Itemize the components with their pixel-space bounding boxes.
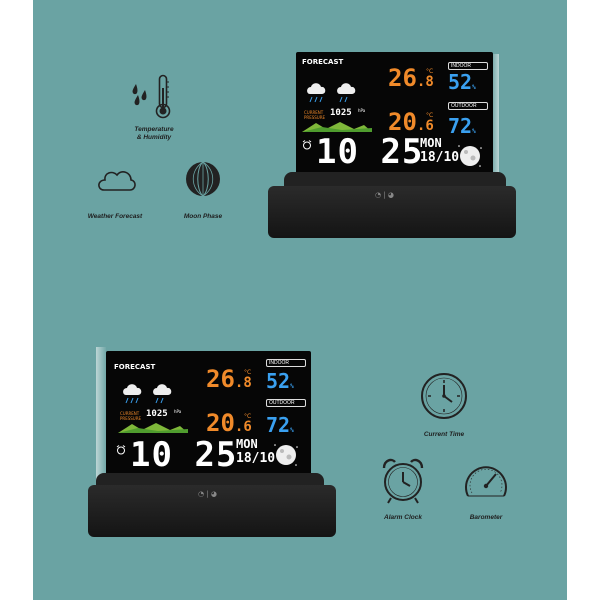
pressure-label: CURRENT PRESSURE [120, 411, 142, 421]
water-drops-icon [130, 82, 156, 110]
rain-cloud-icon [307, 83, 356, 103]
base-buttons: ◔ | ◕ [198, 490, 218, 498]
outdoor-humidity: 72% [448, 114, 476, 138]
indoor-temp-dec: .8 [416, 74, 434, 90]
weekday: MON [236, 437, 258, 451]
indoor-humidity-unit: % [290, 383, 294, 390]
landscape-icon [118, 423, 188, 433]
alarm-bell-icon [302, 140, 312, 150]
base-buttons: ◔ | ◕ [375, 191, 395, 199]
lcd-screen: FORECAST INDOOR CURRENT PRESSURE 1025 hP… [296, 52, 493, 190]
date: 18/10 [420, 150, 460, 165]
clock-icon [419, 371, 469, 421]
outdoor-humidity: 72% [266, 413, 294, 437]
indoor-temp: 26.8 [388, 64, 434, 92]
rain-cloud-icon [123, 384, 172, 404]
moon-display-icon [458, 145, 482, 167]
indoor-temp: 26.8 [206, 365, 252, 393]
indoor-humidity: 52% [266, 369, 294, 393]
indoor-label: INDOOR [266, 359, 306, 367]
moon-phase-icon [184, 160, 222, 198]
moon-display-icon [274, 444, 298, 466]
outdoor-temp-dec: .6 [234, 419, 252, 435]
landscape-icon [302, 122, 372, 132]
barometer-icon [462, 456, 510, 502]
time-minutes: 25 [194, 435, 238, 475]
station-base [268, 186, 516, 238]
time-display: 10 25 [130, 435, 237, 475]
outdoor-humidity-unit: % [290, 427, 294, 434]
pressure-value: 1025 [330, 108, 352, 118]
time-display: 10 25 [316, 132, 423, 172]
pressure-label: CURRENT PRESSURE [304, 110, 326, 120]
outdoor-humidity-value: 72 [266, 413, 291, 437]
temp-humidity-label: Temperature & Humidity [134, 126, 174, 141]
date: 18/10 [236, 451, 276, 466]
forecast-label: FORECAST [302, 58, 344, 66]
lcd-screen: FORECAST INDOOR CURRENT PRESSURE 1025 hP… [106, 351, 311, 491]
weekday: MON [420, 136, 442, 150]
glass-edge [491, 54, 499, 182]
pressure-unit: hPa [174, 409, 182, 414]
indoor-temp-unit: °C [426, 68, 434, 75]
outdoor-temp-unit: °C [244, 413, 252, 420]
thermometer-icon [155, 74, 171, 120]
alarm-bell-icon [116, 445, 126, 455]
moon-phase-label: Moon Phase [183, 213, 223, 220]
cloud-icon [94, 167, 138, 193]
product-showcase-panel: Temperature & Humidity Weather Forecast … [33, 0, 567, 600]
pressure-value: 1025 [146, 409, 168, 419]
outdoor-humidity-unit: % [472, 128, 476, 135]
weather-station-bottom: FORECAST INDOOR CURRENT PRESSURE 1025 hP… [86, 345, 338, 537]
barometer-label: Barometer [469, 514, 503, 521]
indoor-temp-dec: .8 [234, 375, 252, 391]
pressure-unit: hPa [358, 108, 366, 113]
glass-edge [96, 347, 106, 483]
outdoor-temp: 20.6 [388, 108, 434, 136]
outdoor-label: OUTDOOR [266, 399, 306, 407]
outdoor-temp-int: 20 [388, 108, 417, 136]
outdoor-temp: 20.6 [206, 409, 252, 437]
outdoor-temp-dec: .6 [416, 118, 434, 134]
weather-station-top: FORECAST INDOOR CURRENT PRESSURE 1025 hP… [266, 50, 518, 240]
current-time-label: Current Time [423, 431, 465, 438]
weather-forecast-label: Weather Forecast [87, 213, 143, 220]
indoor-temp-unit: °C [244, 369, 252, 376]
indoor-humidity-value: 52 [266, 369, 291, 393]
indoor-humidity-unit: % [472, 84, 476, 91]
alarm-clock-label: Alarm Clock [384, 514, 422, 521]
indoor-humidity: 52% [448, 70, 476, 94]
indoor-temp-int: 26 [206, 365, 235, 393]
outdoor-humidity-value: 72 [448, 114, 473, 138]
outdoor-temp-int: 20 [206, 409, 235, 437]
outdoor-temp-unit: °C [426, 112, 434, 119]
forecast-label: FORECAST [114, 363, 156, 371]
indoor-temp-int: 26 [388, 64, 417, 92]
time-hours: 10 [130, 435, 173, 475]
time-hours: 10 [316, 132, 359, 172]
alarm-clock-icon [379, 455, 427, 505]
time-minutes: 25 [380, 132, 424, 172]
indoor-label: INDOOR [448, 62, 488, 70]
outdoor-label: OUTDOOR [448, 102, 488, 110]
station-base [88, 485, 336, 537]
indoor-humidity-value: 52 [448, 70, 473, 94]
